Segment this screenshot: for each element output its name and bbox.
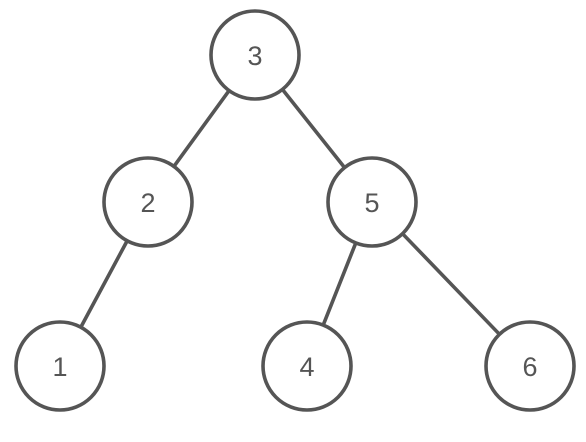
edge-n5-n4 bbox=[321, 241, 358, 327]
tree-node-4: 4 bbox=[261, 320, 353, 412]
node-label: 3 bbox=[247, 41, 262, 71]
node-circle bbox=[14, 320, 106, 412]
edge-n5-n6 bbox=[400, 231, 502, 337]
node-label: 4 bbox=[299, 352, 314, 382]
nodes-layer: 3 2 5 1 4 6 bbox=[14, 9, 576, 412]
node-circle bbox=[209, 9, 301, 101]
node-label: 1 bbox=[52, 352, 67, 382]
tree-node-5: 5 bbox=[326, 156, 418, 248]
edge-n2-n1 bbox=[79, 238, 129, 330]
node-circle bbox=[102, 156, 194, 248]
node-label: 6 bbox=[522, 352, 537, 382]
edge-n3-n5 bbox=[280, 87, 347, 170]
tree-node-2: 2 bbox=[102, 156, 194, 248]
node-circle bbox=[261, 320, 353, 412]
tree-node-3: 3 bbox=[209, 9, 301, 101]
node-circle bbox=[484, 320, 576, 412]
node-circle bbox=[326, 156, 418, 248]
edges-layer bbox=[79, 87, 502, 337]
node-label: 5 bbox=[364, 188, 379, 218]
edge-n3-n2 bbox=[172, 88, 231, 169]
tree-node-6: 6 bbox=[484, 320, 576, 412]
node-label: 2 bbox=[140, 188, 155, 218]
tree-node-1: 1 bbox=[14, 320, 106, 412]
